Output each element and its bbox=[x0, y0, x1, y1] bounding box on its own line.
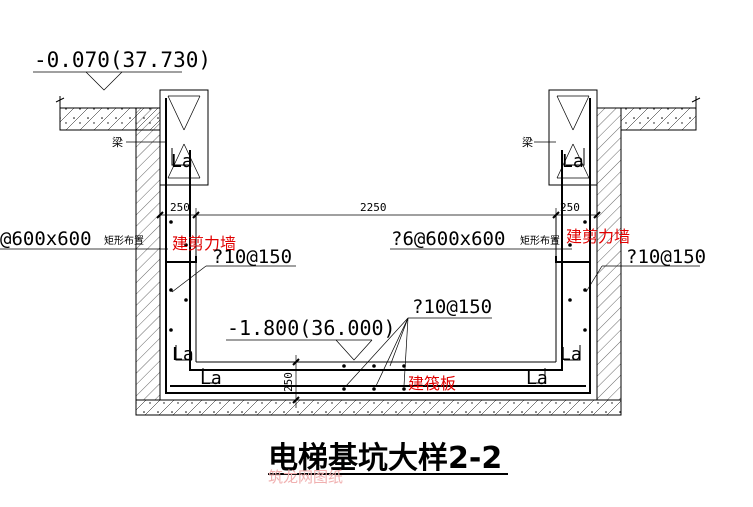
layout-left-label: 矩形布置 bbox=[104, 234, 144, 247]
dim-250-left: 250 bbox=[170, 201, 190, 214]
mesh-left-label: @600x600 bbox=[0, 228, 92, 250]
right-ground-slab bbox=[620, 96, 701, 131]
rebar-lines bbox=[165, 98, 591, 394]
right-soil-hatch bbox=[596, 107, 622, 401]
dim-2250: 2250 bbox=[360, 201, 387, 214]
watermark: 筑龙网图纸 bbox=[268, 468, 343, 486]
elevation-top-mark bbox=[33, 71, 182, 91]
la-label-left-raft: La bbox=[200, 368, 222, 389]
elevation-bottom-mark bbox=[226, 339, 373, 361]
elevation-top-label: -0.070(37.730) bbox=[34, 48, 211, 72]
bar-wall-left-leader-diag bbox=[171, 265, 207, 293]
la-label-left-lower: La bbox=[172, 344, 194, 365]
dim-250-vertical: 250 bbox=[282, 372, 295, 392]
layout-right-label: 矩形布置 bbox=[520, 234, 560, 247]
shear-wall-right-label: 建剪力墙 bbox=[566, 227, 630, 246]
beam-left-label: 梁 bbox=[112, 135, 123, 149]
left-soil-hatch bbox=[135, 107, 161, 401]
mesh-right-label: ?6@600x600 bbox=[391, 228, 505, 250]
shear-wall-left-label: 建剪力墙 bbox=[172, 234, 236, 253]
la-label-right-raft: La bbox=[526, 368, 548, 389]
left-beam-box bbox=[159, 89, 209, 186]
bar-slab-leaders bbox=[345, 317, 492, 387]
top-dimension-line bbox=[156, 208, 601, 222]
la-label-right-lower: La bbox=[560, 344, 582, 365]
bar-slab-label: ?10@150 bbox=[412, 296, 492, 318]
drawing-title: 电梯基坑大样2-2 bbox=[268, 441, 502, 476]
vertical-dimension-line bbox=[292, 355, 300, 408]
bottom-soil-hatch bbox=[135, 399, 622, 416]
la-label-left-upper: La bbox=[171, 151, 193, 172]
bar-wall-left-label: ?10@150 bbox=[212, 246, 292, 268]
bar-wall-right-label: ?10@150 bbox=[626, 246, 706, 268]
rebar-dots bbox=[169, 220, 587, 391]
la-label-right-upper: La bbox=[562, 151, 584, 172]
bar-wall-right-leader-diag bbox=[585, 265, 603, 293]
beam-right-label: 梁 bbox=[522, 135, 533, 149]
raft-label: 建筏板 bbox=[408, 374, 456, 393]
elevation-bottom-label: -1.800(36.000) bbox=[227, 316, 396, 340]
dim-250-right: 250 bbox=[560, 201, 580, 214]
